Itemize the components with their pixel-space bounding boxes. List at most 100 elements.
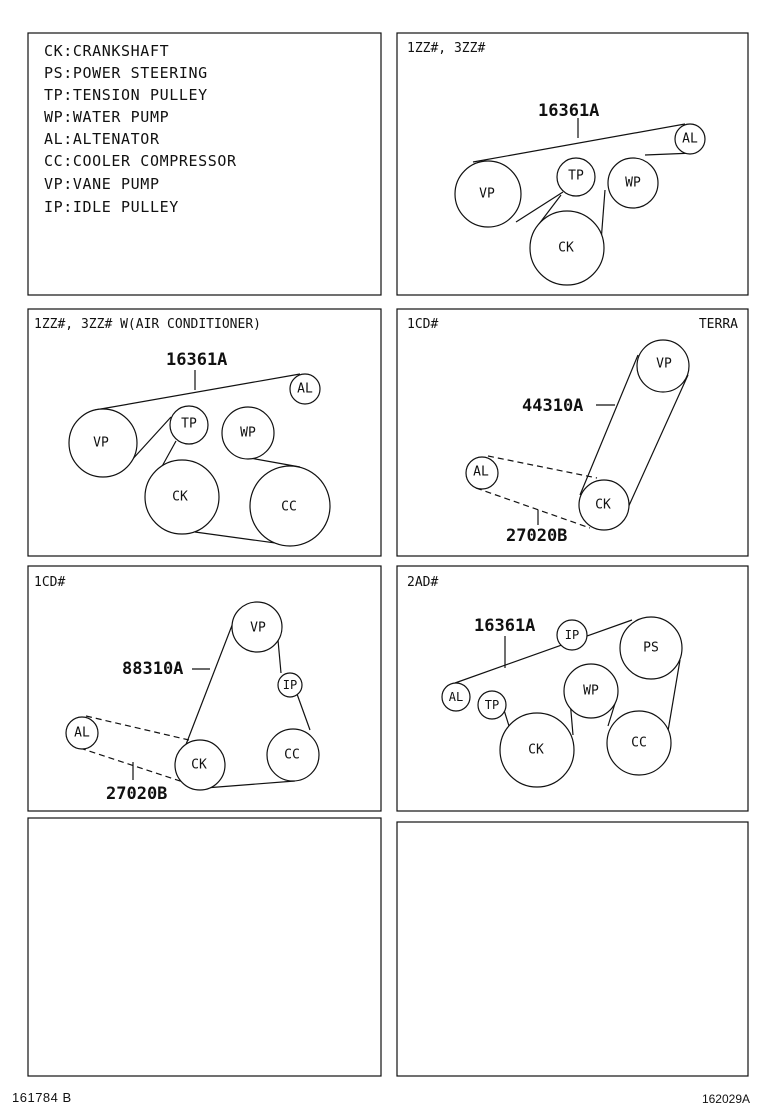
pulley-cc [249, 465, 331, 547]
legend-item: TP:TENSION PULLEY [44, 86, 208, 104]
diagram-1cd-terra: 1CD# TERRA VP AL CK 44310A 27020B [407, 317, 738, 546]
panel-title: 1CD# [34, 575, 65, 590]
pulley-label: VP [93, 436, 109, 451]
panel-title: 1CD# [407, 317, 438, 332]
belt-segment [129, 416, 172, 463]
pulley-cc [266, 728, 320, 782]
belt-segment [454, 619, 633, 684]
pulley-label: CK [595, 498, 611, 513]
pulley-ip [277, 672, 303, 698]
diagram-1cd: 1CD# VP IP AL CK CC 88310A 27020B [34, 575, 320, 804]
belt-segment [179, 614, 237, 761]
pulley-label: AL [473, 465, 489, 480]
belt-segment [538, 194, 562, 225]
pulley-al [441, 682, 471, 712]
drawing-number-left: 161784 B [12, 1090, 72, 1105]
pulley-ck [144, 459, 220, 535]
belt-segment-dashed [85, 715, 190, 741]
belt-segment [204, 780, 296, 789]
pulley-label: VP [656, 357, 672, 372]
pulley-label: AL [297, 382, 313, 397]
pulley-label: VP [479, 187, 495, 202]
pulley-cc [606, 710, 672, 776]
pulley-label: CC [631, 736, 647, 751]
pulley-al [674, 123, 706, 155]
pulley-vp [68, 408, 138, 478]
pulley-label: WP [240, 426, 256, 441]
belt-segment [626, 374, 689, 511]
panel-2ad [396, 565, 749, 812]
pulley-al [289, 373, 321, 405]
pulley-ip [556, 619, 588, 651]
pulley-tp [556, 157, 596, 197]
panel-title-right: TERRA [699, 317, 738, 332]
belt-segment [277, 639, 282, 674]
legend-item: WP:WATER PUMP [44, 108, 169, 126]
pulley-label: TP [181, 417, 197, 432]
belt-segment [503, 709, 510, 727]
pulley-label: PS [643, 641, 659, 656]
pulley-ck [174, 739, 226, 791]
legend-item: PS:POWER STEERING [44, 64, 208, 82]
pulley-al [465, 456, 499, 490]
diagram-1zz-3zz-ac: 1ZZ#, 3ZZ# W(AIR CONDITIONER) VP TP AL W… [34, 317, 331, 547]
legend-item: CK:CRANKSHAFT [44, 42, 169, 60]
legend: CK:CRANKSHAFT PS:POWER STEERING TP:TENSI… [44, 42, 236, 216]
belt-segment [515, 191, 564, 223]
pulley-ps [619, 616, 683, 680]
belt-segment-dashed [475, 487, 591, 529]
part-number: 16361A [166, 350, 227, 370]
pulley-label: IP [565, 628, 579, 642]
panel-empty-left [27, 817, 382, 1077]
pulley-label: VP [250, 621, 266, 636]
part-number: 27020B [506, 526, 567, 546]
part-number: 16361A [538, 101, 599, 121]
panel-1zz-3zz-ac [27, 308, 382, 557]
pulley-label: TP [568, 169, 584, 184]
part-number: 88310A [122, 659, 183, 679]
pulley-wp [607, 157, 659, 209]
pulley-label: CK [558, 241, 574, 256]
pulley-label: CC [284, 748, 300, 763]
legend-item: IP:IDLE PULLEY [44, 198, 179, 216]
panel-title: 2AD# [407, 575, 438, 590]
pulley-label: WP [583, 684, 599, 699]
pulley-label: AL [449, 690, 463, 704]
panel-1cd-terra [396, 308, 749, 557]
pulley-wp [221, 406, 275, 460]
pulley-label: IP [283, 678, 297, 692]
legend-item: VP:VANE PUMP [44, 175, 160, 193]
pulley-ck [529, 210, 605, 286]
belt-segment [579, 354, 639, 496]
pulley-label: AL [682, 132, 698, 147]
legend-item: AL:ALTENATOR [44, 130, 160, 148]
belt-segment-dashed [487, 455, 598, 479]
pulley-label: AL [74, 726, 90, 741]
legend-panel [27, 32, 382, 296]
pulley-ck [499, 712, 575, 788]
pulley-wp [563, 663, 619, 719]
pulley-label: CK [528, 743, 544, 758]
belt-segment-dashed [79, 747, 184, 783]
pulley-label: CC [281, 500, 297, 515]
panel-empty-right [396, 821, 749, 1077]
pulley-al [65, 716, 99, 750]
pulley-ck [578, 479, 630, 531]
pulley-label: TP [485, 698, 499, 712]
diagram-1zz-3zz: 1ZZ#, 3ZZ# VP TP AL WP CK 16361A [407, 41, 706, 286]
pulley-vp [231, 601, 283, 653]
pulley-vp [454, 160, 522, 228]
pulley-tp [477, 690, 507, 720]
panel-1zz-3zz [396, 32, 749, 296]
pulley-label: CK [172, 490, 188, 505]
part-number: 27020B [106, 784, 167, 804]
belt-segment [472, 123, 686, 163]
belt-segment [94, 373, 301, 411]
pulley-tp [169, 405, 209, 445]
pulley-vp [636, 339, 690, 393]
pulley-label: WP [625, 176, 641, 191]
part-number: 44310A [522, 396, 583, 416]
panel-title: 1ZZ#, 3ZZ# W(AIR CONDITIONER) [34, 317, 261, 332]
belt-segment [296, 693, 311, 731]
